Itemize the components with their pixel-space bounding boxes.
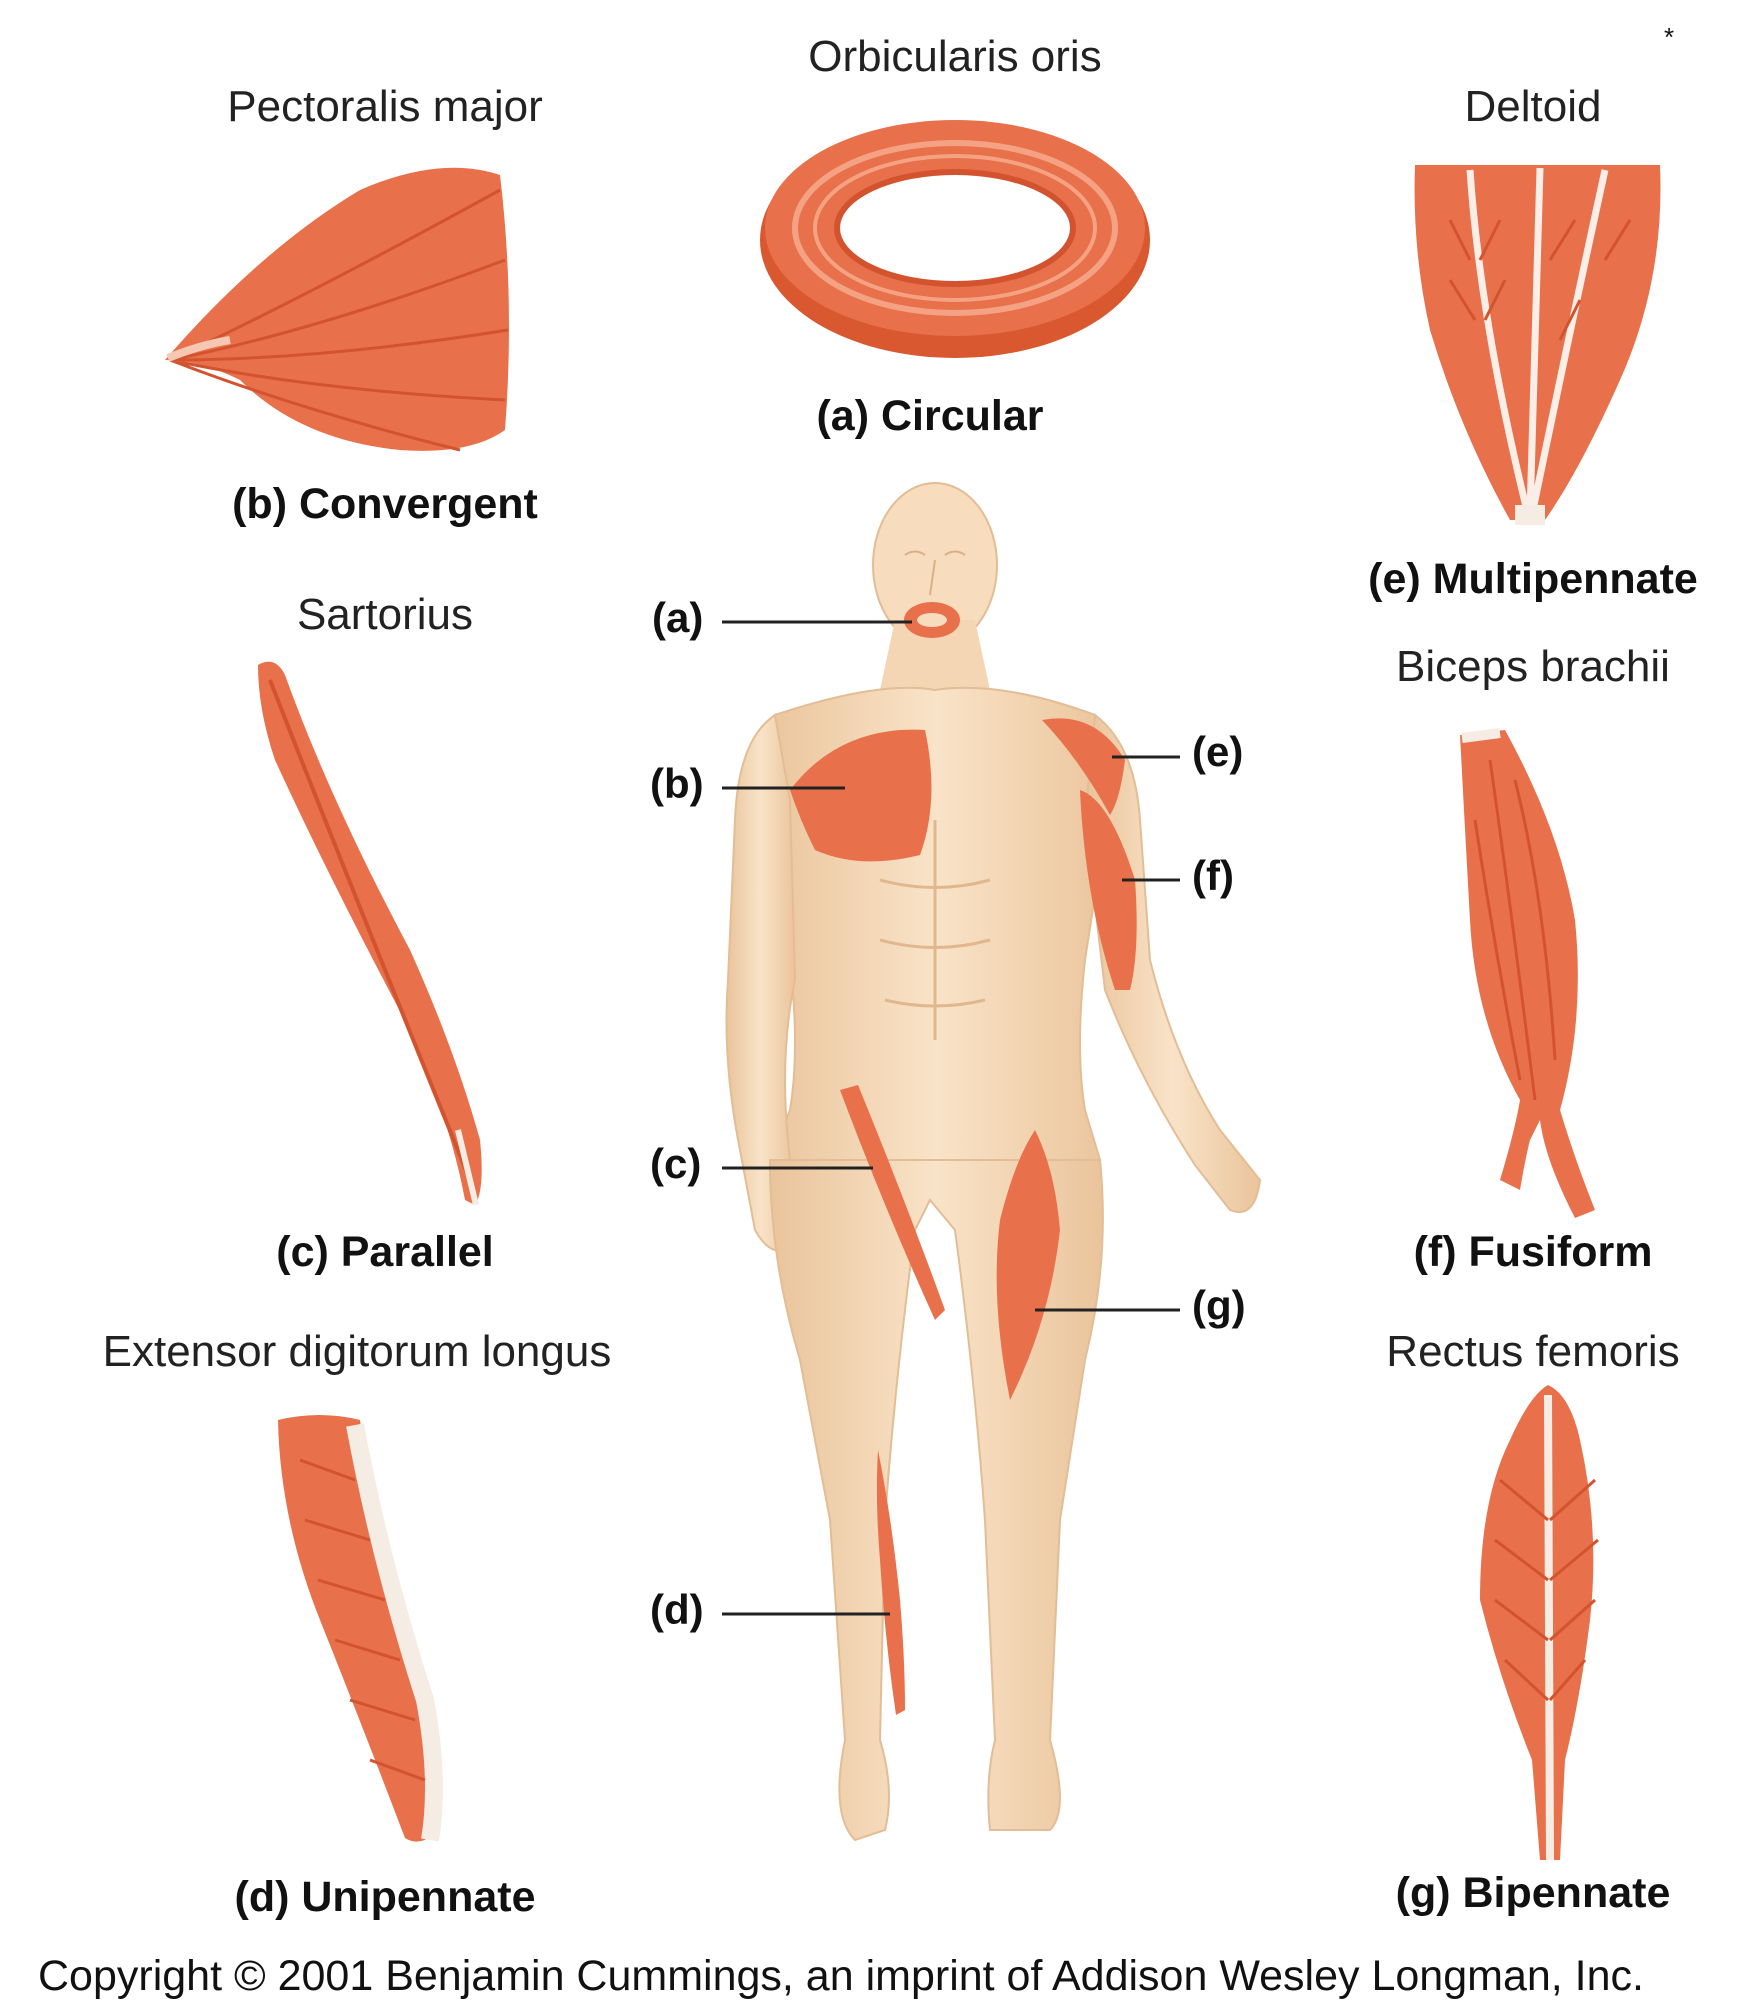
callout-a: (a) xyxy=(652,594,703,642)
copyright-notice: Copyright © 2001 Benjamin Cummings, an i… xyxy=(38,1952,1644,2001)
callout-d: (d) xyxy=(650,1586,704,1634)
callout-g: (g) xyxy=(1192,1282,1246,1330)
type-multipennate: (e) Multipennate xyxy=(1368,555,1698,604)
type-bipennate: (g) Bipennate xyxy=(1396,1869,1671,1918)
label-sartorius: Sartorius xyxy=(297,590,473,640)
type-parallel: (c) Parallel xyxy=(276,1228,494,1277)
type-circular: (a) Circular xyxy=(816,392,1043,441)
multipennate-muscle-illustration xyxy=(1415,165,1661,525)
parallel-muscle-illustration xyxy=(258,662,482,1205)
corner-marker: * xyxy=(1664,22,1674,53)
callout-e: (e) xyxy=(1192,728,1243,776)
label-deltoid: Deltoid xyxy=(1465,82,1602,132)
body-torso xyxy=(758,688,1115,1160)
unipennate-muscle-illustration xyxy=(278,1415,440,1842)
type-unipennate: (d) Unipennate xyxy=(235,1873,536,1922)
callout-f: (f) xyxy=(1192,852,1234,900)
label-orbicularis-oris: Orbicularis oris xyxy=(808,32,1101,82)
fusiform-muscle-illustration xyxy=(1460,730,1595,1218)
body-muscle-a-opening xyxy=(917,613,947,627)
bipennate-muscle-illustration xyxy=(1480,1385,1598,1860)
label-biceps-brachii: Biceps brachii xyxy=(1396,642,1670,692)
callout-c: (c) xyxy=(650,1140,701,1188)
human-body-figure xyxy=(727,483,1261,1840)
label-pectoralis-major: Pectoralis major xyxy=(227,82,542,132)
label-extensor-digitorum-longus: Extensor digitorum longus xyxy=(103,1327,612,1377)
circular-muscle-illustration xyxy=(760,120,1150,358)
callout-b: (b) xyxy=(650,760,704,808)
type-fusiform: (f) Fusiform xyxy=(1414,1228,1653,1277)
convergent-muscle-illustration xyxy=(165,168,509,451)
type-convergent: (b) Convergent xyxy=(232,480,538,529)
label-rectus-femoris: Rectus femoris xyxy=(1386,1327,1679,1377)
